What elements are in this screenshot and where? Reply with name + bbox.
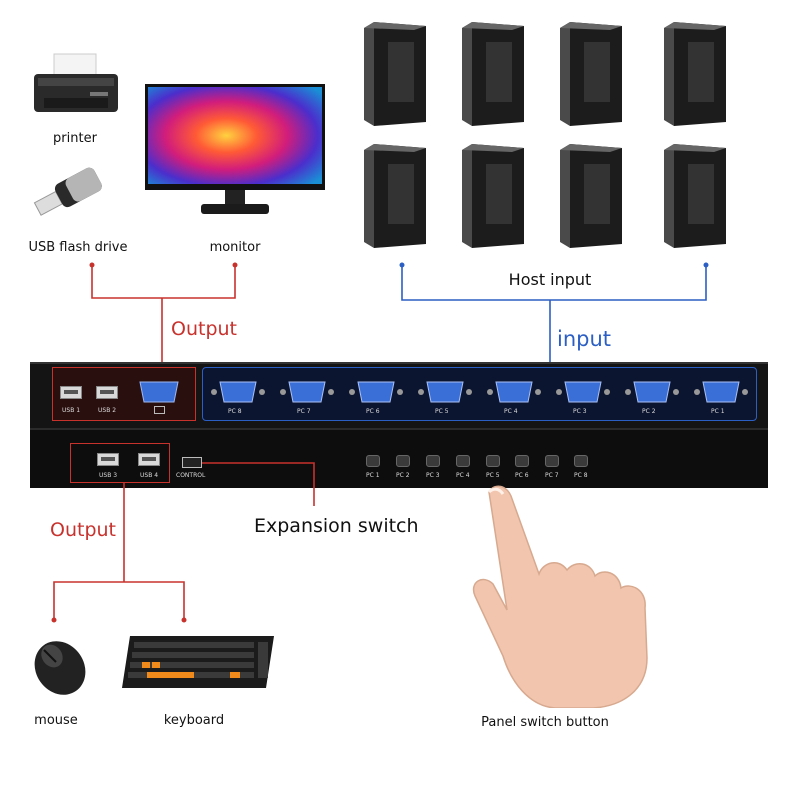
button-label: PC 4 bbox=[456, 472, 470, 479]
vga-port-label: PC 4 bbox=[504, 408, 518, 415]
pc-select-button[interactable] bbox=[396, 455, 410, 467]
monitor-port-icon bbox=[154, 406, 165, 414]
button-label: PC 2 bbox=[396, 472, 410, 479]
button-label: PC 3 bbox=[426, 472, 440, 479]
vga-port-label: PC 8 bbox=[228, 408, 242, 415]
printer-image bbox=[30, 52, 122, 124]
panel-switch-button-label: Panel switch button bbox=[481, 715, 609, 730]
pc-select-button[interactable] bbox=[366, 455, 380, 467]
usb-port-label: USB 4 bbox=[140, 472, 159, 479]
pc-tower-icon bbox=[462, 144, 524, 248]
vga-port-label: PC 2 bbox=[642, 408, 656, 415]
pc-tower-icon bbox=[560, 144, 622, 248]
control-port-label: CONTROL bbox=[176, 472, 206, 479]
usb-port-1 bbox=[60, 386, 82, 399]
pc-tower-icon bbox=[364, 22, 426, 126]
pc-select-button[interactable] bbox=[486, 455, 500, 467]
usb-port-3 bbox=[97, 453, 119, 466]
expansion-switch-label: Expansion switch bbox=[254, 515, 419, 537]
keyboard-label: keyboard bbox=[163, 713, 225, 728]
vga-port bbox=[280, 381, 334, 403]
vga-port bbox=[418, 381, 472, 403]
vga-port-label: PC 1 bbox=[711, 408, 725, 415]
mouse-image bbox=[34, 641, 86, 695]
usb-port-label: USB 2 bbox=[98, 407, 117, 414]
vga-port-label: PC 5 bbox=[435, 408, 449, 415]
pc-tower-icon bbox=[462, 22, 524, 126]
host-input-label: Host input bbox=[508, 270, 592, 289]
vga-port bbox=[694, 381, 748, 403]
vga-port-label: PC 6 bbox=[366, 408, 380, 415]
button-label: PC 8 bbox=[574, 472, 588, 479]
usb-port-4 bbox=[138, 453, 160, 466]
front-output-group bbox=[70, 443, 170, 483]
pc-select-button[interactable] bbox=[456, 455, 470, 467]
output-label-bottom: Output bbox=[50, 519, 116, 541]
keyboard-image bbox=[122, 636, 274, 688]
vga-port bbox=[556, 381, 610, 403]
output-label-top: Output bbox=[171, 318, 237, 340]
button-label: PC 1 bbox=[366, 472, 380, 479]
printer-label: printer bbox=[53, 131, 97, 146]
mouse-label: mouse bbox=[34, 713, 78, 728]
hand-image bbox=[472, 485, 648, 708]
pc-tower-icon bbox=[560, 22, 622, 126]
monitor-image bbox=[145, 84, 325, 218]
monitor-label: monitor bbox=[209, 240, 261, 255]
vga-port bbox=[349, 381, 403, 403]
usb-port-label: USB 1 bbox=[62, 407, 81, 414]
button-label: PC 6 bbox=[515, 472, 529, 479]
monitor-vga-port bbox=[139, 381, 179, 403]
pc-select-button[interactable] bbox=[545, 455, 559, 467]
vga-port-label: PC 7 bbox=[297, 408, 311, 415]
pc-select-button[interactable] bbox=[515, 455, 529, 467]
usb-port-2 bbox=[96, 386, 118, 399]
button-label: PC 7 bbox=[545, 472, 559, 479]
pc-tower-icon bbox=[664, 144, 726, 248]
usb-flash-drive-label: USB flash drive bbox=[28, 240, 128, 255]
pc-select-button[interactable] bbox=[574, 455, 588, 467]
usb-flash-drive-image bbox=[30, 163, 110, 223]
control-port bbox=[182, 457, 202, 468]
vga-port bbox=[625, 381, 679, 403]
usb-port-label: USB 3 bbox=[99, 472, 118, 479]
button-label: PC 5 bbox=[486, 472, 500, 479]
vga-port bbox=[211, 381, 265, 403]
pc-select-button[interactable] bbox=[426, 455, 440, 467]
vga-port bbox=[487, 381, 541, 403]
input-label: input bbox=[557, 327, 612, 351]
pc-tower-icon bbox=[664, 22, 726, 126]
pc-tower-icon bbox=[364, 144, 426, 248]
vga-port-label: PC 3 bbox=[573, 408, 587, 415]
